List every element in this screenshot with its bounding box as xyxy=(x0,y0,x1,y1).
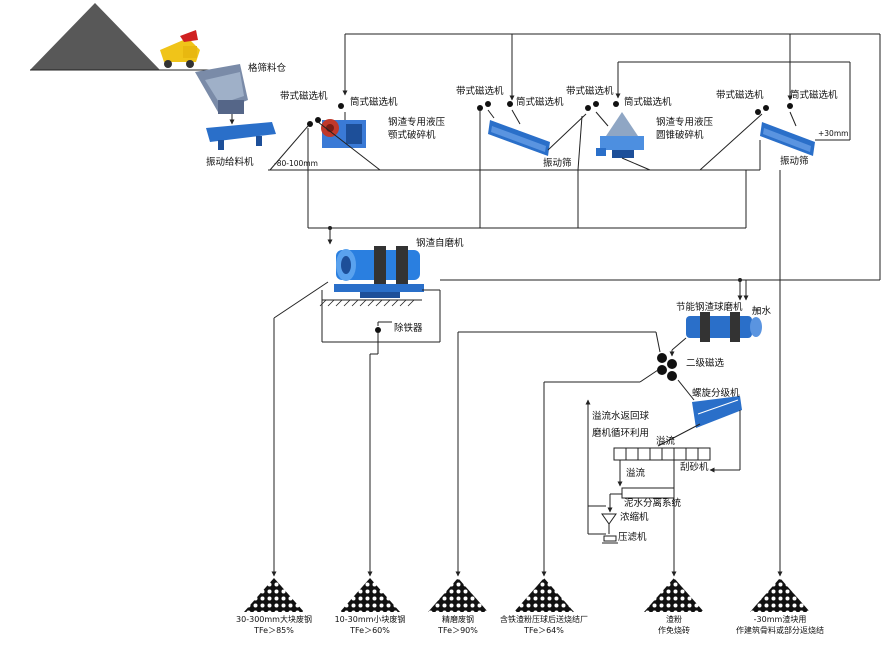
ball-mill-icon xyxy=(686,312,762,342)
overflow-return-label-2: 磨机循环利用 xyxy=(592,428,650,439)
vibrating-screen-2-label: 振动筛 xyxy=(780,156,809,167)
jaw-crusher-icon xyxy=(321,119,366,148)
ball-mill-label: 节能钢渣球磨机 xyxy=(676,302,743,313)
output-2-grade: TFe＞60% xyxy=(350,626,390,635)
drum-separator-2-label: 筒式磁选机 xyxy=(516,97,564,108)
output-3-grade: TFe＞90% xyxy=(438,626,478,635)
belt-separator-3-label: 带式磁选机 xyxy=(566,86,614,97)
belt-separator-2-icon xyxy=(477,101,491,111)
drum-separator-3-icon xyxy=(613,101,619,107)
vibrating-screen-1-icon xyxy=(488,120,550,156)
jaw-crusher-label-1: 钢渣专用液压 xyxy=(388,117,446,128)
overflow-return-label-1: 溢流水返回球 xyxy=(592,411,650,422)
spiral-classifier-icon xyxy=(692,396,742,428)
output-4-grade: TFe＞64% xyxy=(524,626,564,635)
output-3-name: 精磨废钢 xyxy=(442,615,474,624)
add-water-label: 加水 xyxy=(752,306,772,317)
secondary-mag-label: 二级磁选 xyxy=(686,358,725,369)
output-pile-3-icon xyxy=(428,578,488,612)
overflow-a-label: 溢流 xyxy=(656,436,676,447)
drum-separator-2-icon xyxy=(507,101,513,107)
grizzly-bin-icon xyxy=(195,64,248,114)
vibrating-screen-1-label: 振动筛 xyxy=(543,158,572,169)
thickener-label: 浓缩机 xyxy=(620,512,649,523)
output-4-caption: 含铁渣粉压球后送烧结厂 TFe＞64% xyxy=(496,614,592,636)
belt-separator-4-icon xyxy=(755,105,769,115)
belt-separator-2-label: 带式磁选机 xyxy=(456,86,504,97)
autogenous-mill-label: 钢渣自磨机 xyxy=(416,238,464,249)
output-2-caption: 10-30mm小块废钢 TFe＞60% xyxy=(322,614,418,636)
iron-remover-label: 除铁器 xyxy=(394,323,423,334)
belt-separator-1-label: 带式磁选机 xyxy=(280,91,328,102)
secondary-mag-separator-icon xyxy=(657,353,677,381)
output-5-name: 渣粉 xyxy=(666,615,682,624)
output-2-name: 10-30mm小块废钢 xyxy=(334,615,406,624)
output-4-name: 含铁渣粉压球后送烧结厂 xyxy=(500,615,588,624)
vibrating-screen-2-icon xyxy=(760,122,815,156)
output-pile-4-icon xyxy=(514,578,574,612)
spiral-classifier-label: 螺旋分级机 xyxy=(692,388,740,399)
size-plus30-label: +30mm xyxy=(818,129,849,138)
grizzly-bin-label: 格筛料仓 xyxy=(248,63,287,74)
autogenous-mill-icon xyxy=(334,246,424,298)
mud-water-separation-box xyxy=(621,487,675,499)
output-3-caption: 精磨废钢 TFe＞90% xyxy=(420,614,496,636)
jaw-crusher-label-2: 颚式破碎机 xyxy=(388,130,436,141)
belt-separator-1-icon xyxy=(307,117,321,127)
output-6-caption: -30mm渣块用 作建筑骨料或部分返烧结 xyxy=(720,614,840,636)
drum-separator-1-label: 筒式磁选机 xyxy=(350,97,398,108)
thickener-icon xyxy=(601,513,617,534)
cone-crusher-icon xyxy=(596,112,644,158)
cone-crusher-label-2: 圆锥破碎机 xyxy=(656,130,704,141)
mud-water-separation-label: 泥水分离系统 xyxy=(624,498,682,509)
filter-press-icon xyxy=(602,535,618,544)
slag-pile-icon xyxy=(30,3,160,70)
output-1-caption: 30-300mm大块废钢 TFe＞85% xyxy=(226,614,322,636)
output-pile-6-icon xyxy=(750,578,810,612)
cone-crusher-label-1: 钢渣专用液压 xyxy=(656,117,714,128)
output-pile-1-icon xyxy=(244,578,304,612)
filter-press-label: 压滤机 xyxy=(618,532,647,543)
output-6-grade: 作建筑骨料或部分返烧结 xyxy=(736,626,824,635)
drum-separator-4-icon xyxy=(787,103,793,109)
output-pile-2-icon xyxy=(340,578,400,612)
output-1-grade: TFe＞85% xyxy=(254,626,294,635)
drum-separator-4-label: 筒式磁选机 xyxy=(790,90,838,101)
belt-separator-4-label: 带式磁选机 xyxy=(716,90,764,101)
dump-truck-icon xyxy=(160,30,200,68)
vibrating-feeder-label: 振动给料机 xyxy=(206,157,254,168)
size-80-100-label: -80-100mm xyxy=(274,159,318,168)
output-1-name: 30-300mm大块废钢 xyxy=(236,615,312,624)
overflow-b-label: 溢流 xyxy=(626,468,646,479)
drum-separator-3-label: 筒式磁选机 xyxy=(624,97,672,108)
output-6-name: -30mm渣块用 xyxy=(753,615,807,624)
belt-separator-3-icon xyxy=(585,101,599,111)
vibrating-feeder-icon xyxy=(206,122,276,150)
drum-separator-1-icon xyxy=(338,103,344,109)
output-pile-5-icon xyxy=(644,578,704,612)
sand-scraper-label: 刮砂机 xyxy=(680,462,709,473)
output-5-grade: 作免烧砖 xyxy=(658,626,690,635)
output-piles xyxy=(244,578,810,612)
output-5-caption: 渣粉 作免烧砖 xyxy=(634,614,714,636)
